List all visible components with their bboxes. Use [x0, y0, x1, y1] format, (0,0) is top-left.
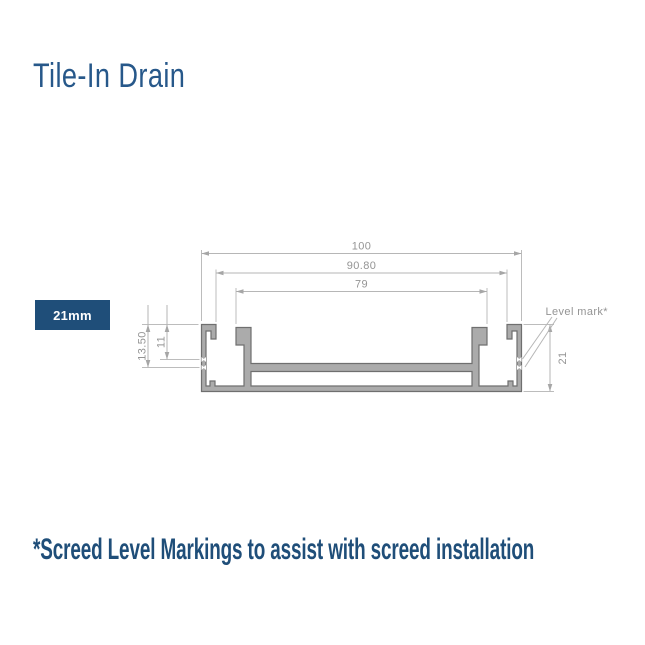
dim-label-channel-width: 79 — [355, 279, 368, 291]
extension-lines — [142, 250, 554, 392]
dimension-overall-width: 100 — [201, 241, 522, 256]
dimension-mark-depth-lower: 13.50 — [137, 305, 151, 368]
dimension-flange-width: 90.80 — [216, 260, 507, 276]
dimension-channel-width: 79 — [236, 279, 487, 294]
footnote: *Screed Level Markings to assist with sc… — [33, 533, 535, 566]
level-mark-callout: Level mark* — [522, 306, 609, 368]
dim-label-height: 21 — [557, 351, 569, 364]
dim-label-flange-width: 90.80 — [347, 260, 377, 272]
dimension-height: 21 — [547, 324, 569, 392]
profile-cross-section — [200, 323, 523, 393]
size-badge-label: 21mm — [53, 307, 92, 323]
dim-label-mark-depth-lower: 13.50 — [137, 331, 149, 361]
level-marks-right — [517, 357, 522, 370]
drain-profile-shape — [200, 323, 523, 393]
dim-label-mark-depth-upper: 11 — [156, 336, 168, 348]
dim-label-overall-width: 100 — [352, 241, 372, 253]
level-marks-left — [201, 357, 206, 370]
dimension-mark-depth-upper: 11 — [156, 305, 170, 360]
size-badge: 21mm — [35, 300, 110, 330]
page-title: Tile-In Drain — [33, 57, 186, 95]
level-mark-label: Level mark* — [546, 306, 609, 318]
